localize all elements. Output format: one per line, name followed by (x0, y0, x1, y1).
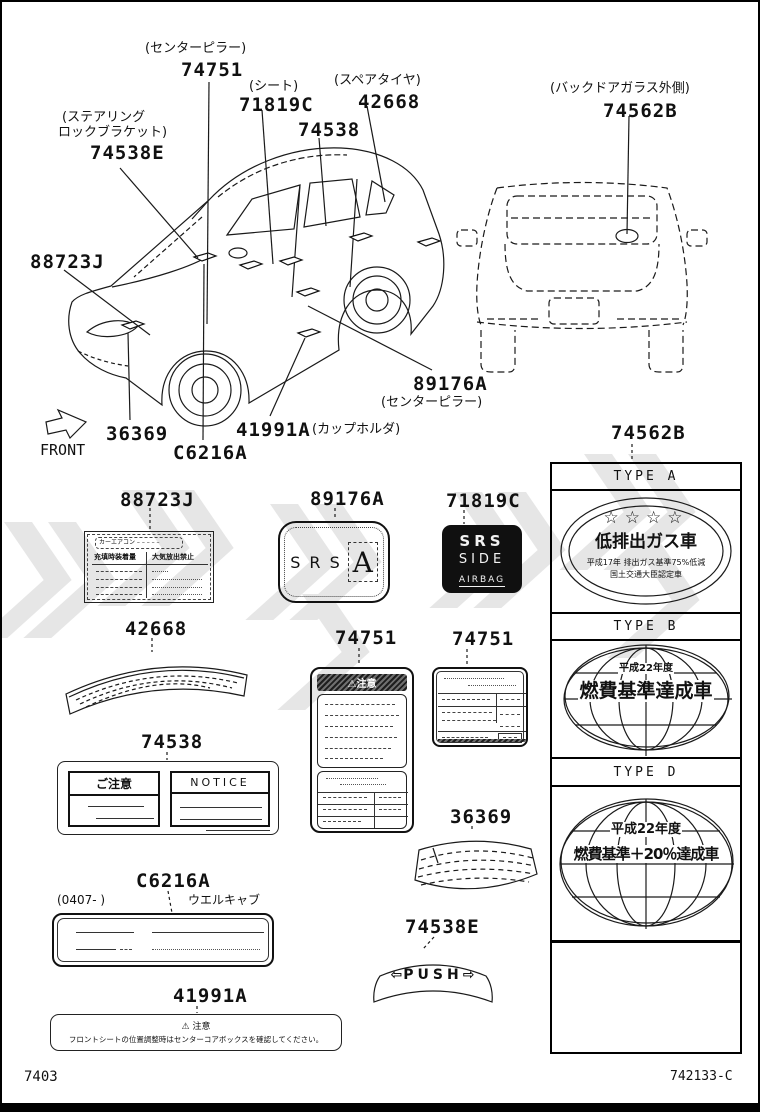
label-36369 (414, 840, 538, 890)
label-41991a-body: フロントシートの位置調整時はセンターコアボックスを確認してください。 (68, 1035, 324, 1044)
label-74538e-shape (373, 964, 493, 1003)
label-74538e-push: ⇦PUSH⇨ (390, 967, 476, 983)
type-panel: TYPE A ☆☆☆☆ 低排出ガス車 平成17年 排出ガス基準75%低減 国土交… (550, 462, 742, 1054)
type-d-sticker: 平成22年度 燃費基準＋20％達成車 (552, 787, 740, 943)
type-a-line3: 国土交通大臣認定車 (610, 570, 682, 579)
callout-steering-note1: (ステアリング (62, 110, 146, 125)
type-d-small: 平成22年度 (609, 822, 683, 837)
front-arrow-icon (45, 408, 88, 440)
callout-backdoor-note: (バックドアガラス外側) (550, 81, 690, 96)
label-74751a-title: 74751 (335, 627, 398, 649)
label-88723j-col1: 充填時装着量 (94, 553, 136, 561)
bottom-border-bar (2, 1103, 758, 1110)
callout-cupholder-note: (カップホルダ) (312, 422, 401, 437)
label-74538e-title: 74538E (405, 916, 480, 938)
label-74538-title: 74538 (141, 731, 204, 753)
label-41991a-warn: ⚠ 注意 (181, 1022, 211, 1032)
label-74751a-warn-band: ⚠注意 (317, 674, 407, 691)
type-panel-empty-row (552, 943, 740, 1051)
label-89176a-title: 89176A (310, 488, 385, 510)
label-88723j-title: 88723J (120, 489, 195, 511)
callout-42668: 42668 (358, 91, 421, 113)
type-b-small: 平成22年度 (618, 663, 674, 674)
callout-36369: 36369 (106, 423, 169, 445)
type-a-sticker: ☆☆☆☆ 低排出ガス車 平成17年 排出ガス基準75%低減 国土交通大臣認定車 (552, 491, 740, 614)
type-d-header: TYPE D (552, 759, 740, 787)
label-c6216a-note: ウエルキャブ (188, 893, 261, 907)
label-42668 (65, 666, 248, 715)
callout-89176a: 89176A (413, 373, 488, 395)
label-89176a-srs: S R S (290, 552, 342, 572)
label-71819c-line2: SIDE (458, 552, 506, 567)
label-74538-jp-box: ご注意 (68, 771, 160, 827)
label-36369-title: 36369 (450, 806, 513, 828)
callout-71819c: 71819C (239, 94, 314, 116)
callout-74538e: 74538E (90, 142, 165, 164)
label-71819c-line1: SRS (459, 532, 505, 550)
label-71819c-line3: AIRBAG (458, 575, 506, 587)
type-b-header: TYPE B (552, 614, 740, 641)
label-89176a: S R S A (278, 521, 390, 603)
callout-steering-note2: ロックブラケット) (58, 125, 168, 140)
label-74751b-title: 74751 (452, 628, 515, 650)
label-88723j-col2: 大気放出禁止 (152, 553, 194, 561)
type-a-line1: 低排出ガス車 (595, 532, 697, 552)
callout-spare-note: (スペアタイヤ) (334, 73, 421, 88)
type-a-header: TYPE A (552, 464, 740, 491)
callout-center-pillar-note2: (センターピラー) (381, 395, 483, 410)
car-rear-view (456, 181, 708, 373)
label-41991a-title: 41991A (173, 985, 248, 1007)
label-89176a-letter: A (352, 545, 373, 579)
type-a-line2: 平成17年 排出ガス基準75%低減 (586, 558, 706, 567)
label-74751a: ⚠注意 (310, 667, 414, 833)
callout-41991a: 41991A (236, 419, 311, 441)
type-b-sticker: 平成22年度 燃費基準達成車 (552, 641, 740, 759)
label-42668-title: 42668 (125, 618, 188, 640)
callout-88723j: 88723J (30, 251, 105, 273)
label-74751b (432, 667, 528, 747)
label-c6216a-title: C6216A (136, 870, 211, 892)
label-74538-en-box: NOTICE (170, 771, 270, 827)
label-c6216a (52, 913, 274, 967)
type-a-stars: ☆☆☆☆ (603, 508, 689, 528)
callout-74562b: 74562B (603, 100, 678, 122)
front-label: FRONT (40, 441, 86, 459)
label-41991a: ⚠ 注意 フロントシートの位置調整時はセンターコアボックスを確認してください。 (50, 1014, 342, 1051)
type-b-big: 燃費基準達成車 (578, 680, 714, 702)
label-c6216a-range: (0407- ) (57, 893, 106, 907)
type-d-big: 燃費基準＋20％達成車 (572, 845, 720, 863)
label-88723j: カーエアコン – – – – – 充填時装着量 大気放出禁止 (84, 531, 214, 603)
car-front-quarter-view (68, 147, 445, 427)
label-71819c: SRS SIDE AIRBAG (442, 525, 522, 593)
label-71819c-title: 71819C (446, 490, 521, 512)
footer-page-number: 7403 (24, 1069, 58, 1085)
callout-seat-note: (シート) (249, 79, 299, 94)
label-74538: ご注意 NOTICE (57, 761, 279, 835)
callout-74751: 74751 (181, 59, 244, 81)
callout-74538: 74538 (298, 119, 361, 141)
label-88723j-header: カーエアコン – – – – – (95, 537, 183, 549)
footer-figure-code: 742133-C (670, 1069, 733, 1084)
push-right-arrow-icon: ⇨ (462, 967, 476, 983)
panel-74562b-title: 74562B (611, 422, 686, 444)
callout-c6216a: C6216A (173, 442, 248, 464)
callout-center-pillar-note: (センターピラー) (145, 41, 247, 56)
push-left-arrow-icon: ⇦ (390, 967, 404, 983)
